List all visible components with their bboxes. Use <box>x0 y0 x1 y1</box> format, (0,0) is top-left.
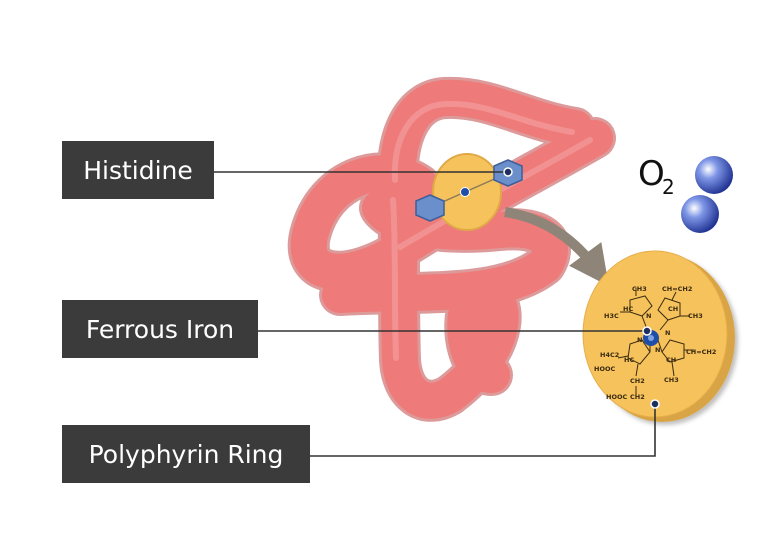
chem-hooc-bottom: HOOC <box>606 393 627 401</box>
histidine-residue-lower <box>415 194 445 222</box>
oxygen-subscript: 2 <box>662 175 675 199</box>
zoom-arrow <box>504 207 609 287</box>
chem-ch-lower: CH <box>666 356 676 364</box>
oxygen-atom-2 <box>681 195 719 233</box>
chem-ch-upper: CH <box>668 305 678 313</box>
chem-ch2-bottom: CH2 <box>630 377 645 385</box>
porphyrin-ring-label: Polyphyrin Ring <box>62 425 310 483</box>
chem-hc-upper: HC <box>623 305 633 313</box>
chem-n-right: N <box>665 329 670 337</box>
chem-ch3-right: CH3 <box>688 312 703 320</box>
protein-chain <box>287 76 616 422</box>
chem-hc-lower: HC <box>624 356 634 364</box>
chem-n-top: N <box>646 312 651 320</box>
oxygen-atom-1 <box>695 156 733 194</box>
chem-ch-ch2-right: CH=CH2 <box>686 348 716 356</box>
heme-group-large: CH3 CH=CH2 H3C HC CH CH3 N N N N CH=CH2 … <box>582 250 735 422</box>
chem-ch3-bottom: CH3 <box>664 376 679 384</box>
oxygen-molecule: O 2 <box>638 154 733 233</box>
chem-h3c-left: H3C <box>604 312 619 320</box>
leader-lines <box>214 171 656 457</box>
iron-atom-small <box>460 187 470 197</box>
chem-ch2-bottom2: CH2 <box>630 393 645 401</box>
ferrous-iron-label: Ferrous Iron <box>62 300 258 358</box>
chem-hooc-left: HOOC <box>594 365 615 373</box>
chem-h4c2-left: H4C2 <box>600 351 619 359</box>
oxygen-symbol: O <box>638 154 665 194</box>
chem-n-bottom: N <box>655 346 660 354</box>
histidine-label: Histidine <box>62 141 214 199</box>
chem-ch3-top: CH3 <box>632 285 647 293</box>
chem-ch-ch2-top: CH=CH2 <box>662 285 692 293</box>
chem-n-left: N <box>637 336 642 344</box>
leader-dots <box>503 167 660 409</box>
